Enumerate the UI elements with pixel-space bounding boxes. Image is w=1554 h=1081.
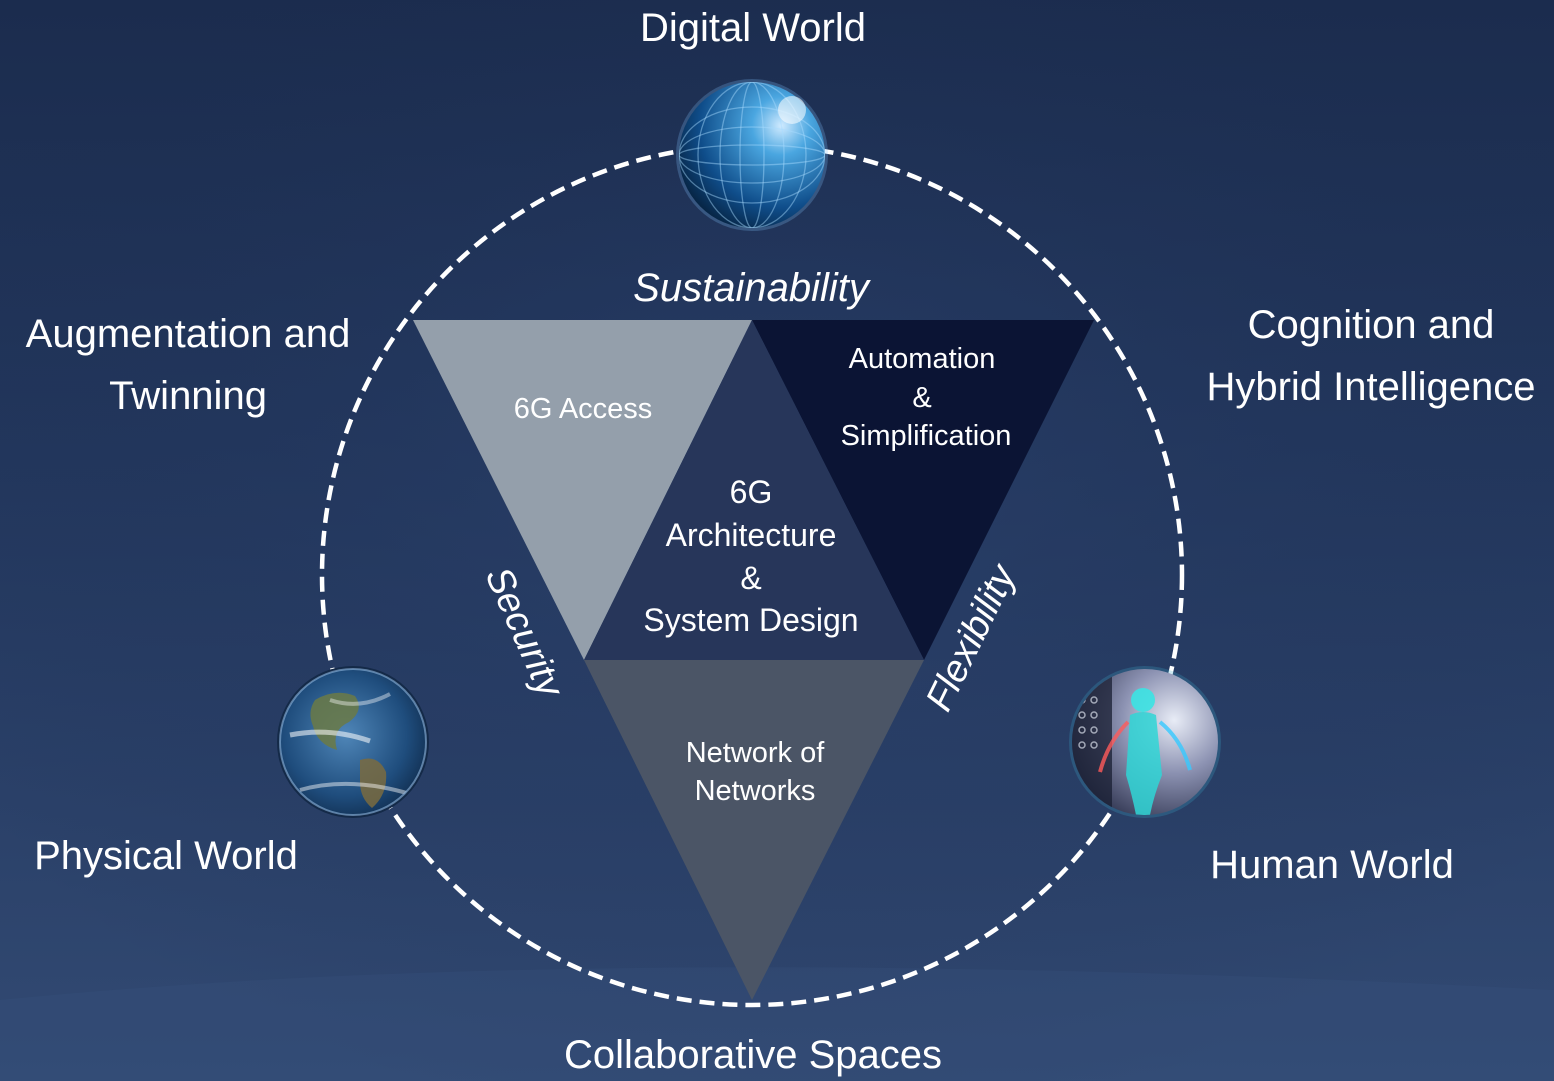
architecture-line-4: System Design <box>643 602 858 638</box>
earth-globe-icon <box>277 666 429 818</box>
physical-world-label: Physical World <box>34 834 298 878</box>
networks-line-1: Network of <box>686 737 826 769</box>
networks-line-2: Networks <box>695 775 816 807</box>
augmentation-line-1: Augmentation and <box>26 312 351 356</box>
sustainability-label: Sustainability <box>633 266 872 310</box>
architecture-triangle <box>584 320 924 660</box>
digital-world-label: Digital World <box>640 6 866 50</box>
networks-triangle <box>584 660 924 1000</box>
cognition-line-2: Hybrid Intelligence <box>1206 365 1535 409</box>
digital-binary-globe-icon <box>676 79 828 231</box>
automation-triangle <box>752 320 1094 660</box>
background-horizon <box>0 967 1554 1081</box>
augmentation-line-2: Twinning <box>109 374 267 418</box>
human-world-label: Human World <box>1210 843 1454 887</box>
architecture-line-3: & <box>740 560 761 596</box>
architecture-line-2: Architecture <box>666 517 837 553</box>
access-triangle <box>413 320 752 660</box>
architecture-line-1: 6G <box>730 474 773 510</box>
automation-line-1: Automation <box>849 343 996 375</box>
access-label: 6G Access <box>514 393 653 425</box>
cognition-line-1: Cognition and <box>1248 303 1495 347</box>
collaborative-spaces-label: Collaborative Spaces <box>564 1033 942 1077</box>
human-figure-orb-icon <box>1069 666 1221 818</box>
automation-line-2: & <box>912 382 931 414</box>
automation-line-3: Simplification <box>841 420 1012 452</box>
